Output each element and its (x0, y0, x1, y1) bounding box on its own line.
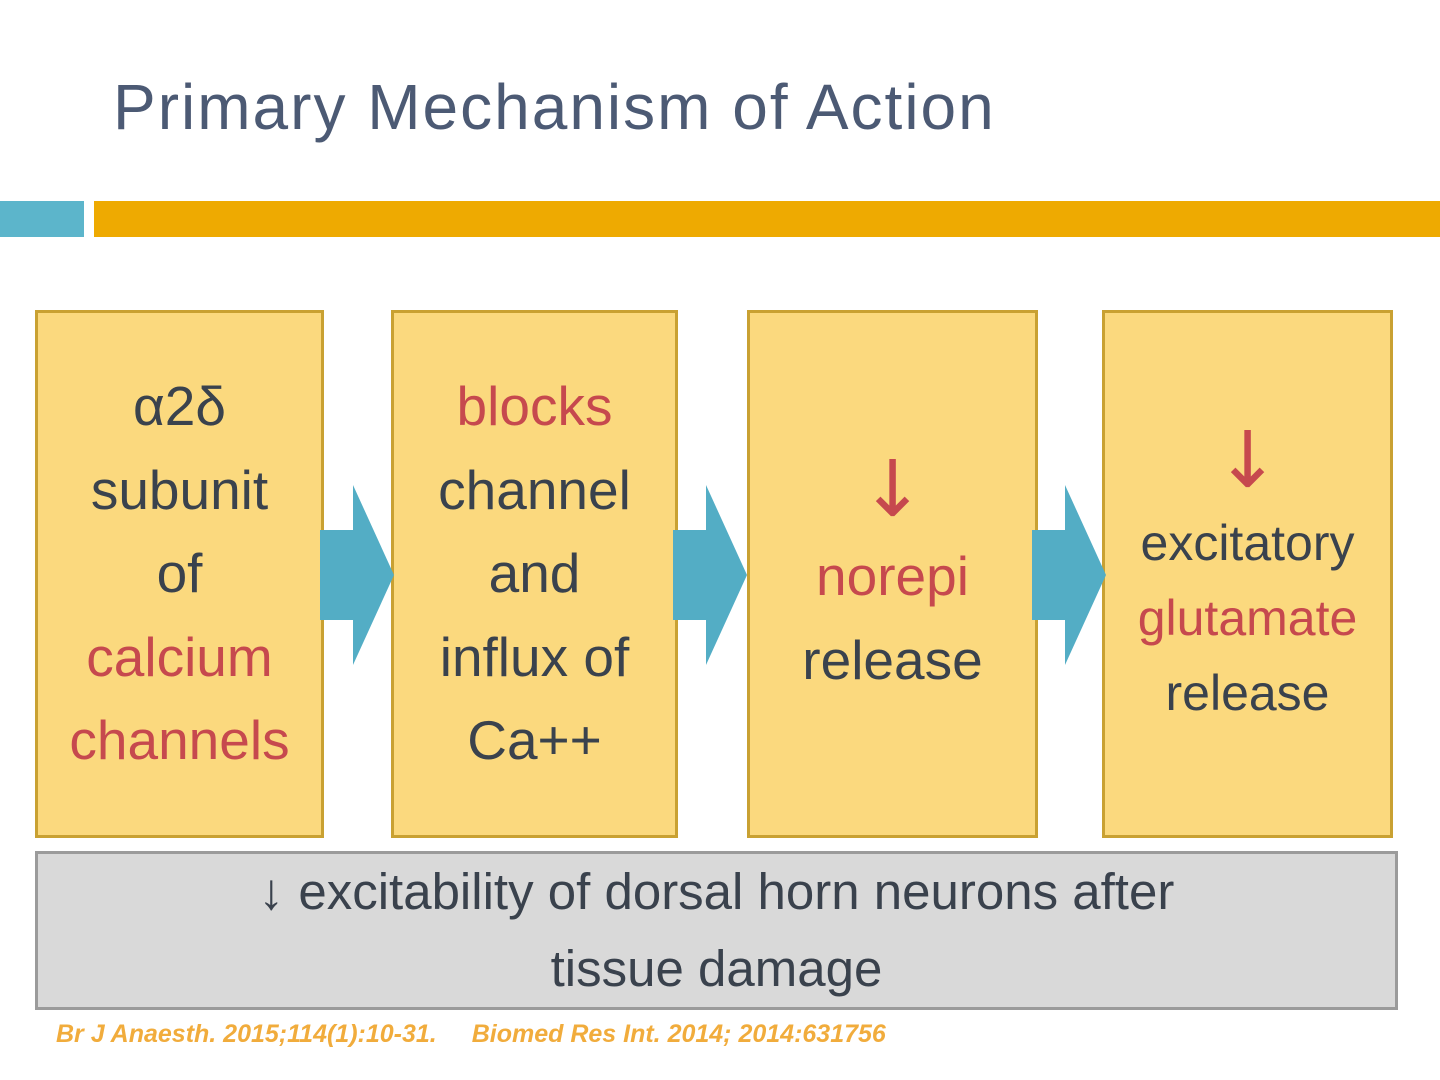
box-text-line: glutamate (1137, 590, 1358, 647)
right-block-arrow-icon (673, 485, 747, 665)
page-title: Primary Mechanism of Action (113, 71, 996, 143)
citation: Br J Anaesth. 2015;114(1):10-31. Biomed … (56, 1020, 886, 1049)
flow-box-alpha2delta: α2δ subunit of calcium channels (35, 310, 324, 838)
box-text-line: excitatory (1140, 515, 1355, 572)
box-text-line: channel (438, 458, 631, 521)
box-text-line: Ca++ (467, 709, 602, 772)
box-text-line: α2δ (132, 375, 226, 438)
box-text-line: release (802, 628, 983, 691)
box-text-line: influx of (439, 625, 630, 688)
box-text-line: release (1165, 665, 1330, 722)
box-text-line: calcium (86, 625, 273, 688)
flow-box-norepi: ↓ norepi release (747, 310, 1038, 838)
summary-box: ↓ excitability of dorsal horn neurons af… (35, 851, 1398, 1010)
flow-box-blocks-channel: blocks channel and influx of Ca++ (391, 310, 678, 838)
citation-ref-1: Br J Anaesth. 2015;114(1):10-31. (56, 1020, 437, 1048)
summary-line-2: tissue damage (550, 939, 883, 997)
box-text-line: of (156, 542, 203, 605)
down-arrow-glyph: ↓ (1214, 415, 1281, 506)
down-arrow-glyph: ↓ (859, 444, 926, 535)
right-block-arrow-icon (1032, 485, 1106, 665)
accent-bar-teal (0, 201, 84, 237)
box-text-line: channels (69, 709, 290, 772)
flow-box-glutamate: ↓ excitatory glutamate release (1102, 310, 1393, 838)
accent-bar-orange (94, 201, 1440, 237)
right-block-arrow-icon (320, 485, 394, 665)
summary-line-1: ↓ excitability of dorsal horn neurons af… (258, 863, 1175, 920)
box-text-line: blocks (456, 375, 613, 438)
box-text-line: and (488, 542, 581, 605)
citation-ref-2: Biomed Res Int. 2014; 2014:631756 (471, 1020, 886, 1048)
box-text-line: subunit (90, 458, 269, 521)
box-text-line: norepi (816, 545, 969, 608)
